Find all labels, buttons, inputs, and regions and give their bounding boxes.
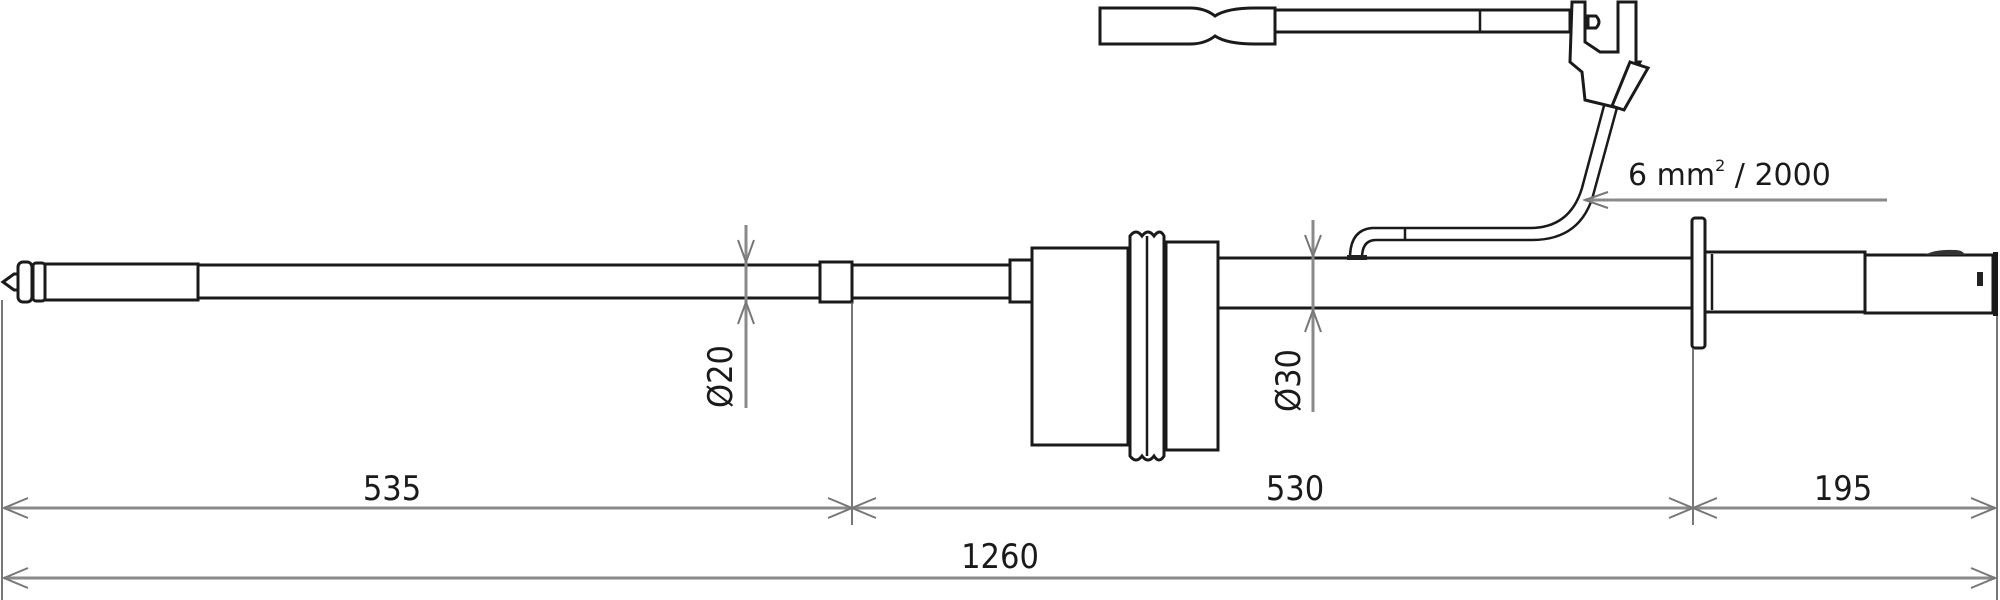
diameter-dimension-shaft: Ø30 xyxy=(1269,220,1322,412)
cable-superscript: 2 xyxy=(1715,156,1725,175)
diameter-shaft-label: Ø30 xyxy=(1269,349,1309,412)
central-body xyxy=(1030,230,1220,462)
dimension-195: 195 xyxy=(1814,469,1872,509)
cable-label: 6 mm xyxy=(1628,158,1715,193)
svg-text:6 mm2 / 2000: 6 mm2 / 2000 xyxy=(1628,156,1831,193)
insulating-rod xyxy=(196,258,1034,304)
cable-suffix: / 2000 xyxy=(1725,158,1831,193)
cable-annotation: 6 mm2 / 2000 xyxy=(1581,156,1887,209)
left-tip-assembly xyxy=(0,260,200,304)
dimension-535: 535 xyxy=(363,469,421,509)
dimension-1260: 1260 xyxy=(961,537,1039,577)
diameter-dimension-rod: Ø20 xyxy=(701,225,755,408)
diameter-rod-label: Ø20 xyxy=(701,345,741,408)
screwdriver-clamp xyxy=(1098,0,1651,112)
length-dimension-row: 535 530 195 xyxy=(1,469,1998,519)
extension-lines xyxy=(1,300,1998,600)
handle-assembly xyxy=(1690,216,1998,350)
dimension-530: 530 xyxy=(1266,469,1324,509)
shaft xyxy=(1216,256,1694,310)
earthing-cable xyxy=(1347,101,1620,260)
overall-dimension: 1260 xyxy=(1,537,1998,589)
